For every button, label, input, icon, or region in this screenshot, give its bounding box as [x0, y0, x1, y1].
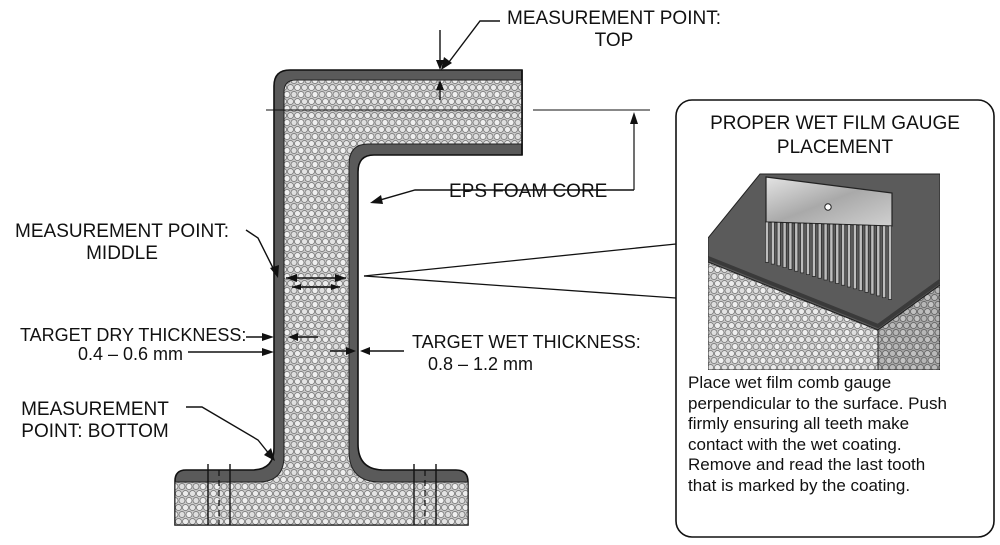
- label-middle-line1: MEASUREMENT POINT:: [15, 221, 229, 242]
- label-wet-thickness: TARGET WET THICKNESS:: [412, 332, 641, 352]
- gauge-tooth: [852, 224, 857, 290]
- gauge-tooth: [800, 222, 805, 274]
- callout-title-line2: PLACEMENT: [776, 137, 894, 158]
- label-bottom-line1: MEASUREMENT: [21, 399, 169, 420]
- callout-title: PROPER WET FILM GAUGE PLACEMENT: [678, 112, 992, 160]
- gauge-tooth: [888, 225, 892, 300]
- gauge-tooth: [788, 222, 793, 270]
- gauge-teeth: [765, 221, 892, 300]
- gauge-illustration: [708, 173, 940, 370]
- gauge-tooth: [835, 223, 840, 284]
- gauge-tooth: [811, 223, 816, 277]
- gauge-tooth: [841, 224, 846, 286]
- label-top-point: MEASUREMENT POINT: TOP: [496, 8, 732, 52]
- callout-title-line1: PROPER WET FILM GAUGE: [710, 113, 960, 134]
- value-dry-thickness: 0.4 – 0.6 mm: [78, 344, 184, 364]
- gauge-tooth: [770, 221, 775, 265]
- label-middle-line2: MIDDLE: [86, 243, 158, 264]
- label-bottom-line2: POINT: BOTTOM: [21, 421, 169, 442]
- label-top-line1: MEASUREMENT POINT:: [507, 8, 721, 29]
- gauge-tooth: [858, 224, 863, 291]
- gauge-tooth: [765, 221, 769, 263]
- gauge-tooth: [829, 223, 834, 283]
- gauge-tooth: [817, 223, 822, 279]
- gauge-tooth: [870, 225, 875, 295]
- callout-instructions: Place wet film comb gauge perpendicular …: [688, 373, 947, 495]
- gauge-tooth: [794, 222, 799, 272]
- gauge-tooth: [776, 222, 781, 267]
- gauge-tooth: [876, 225, 881, 297]
- label-top-line2: TOP: [594, 30, 634, 51]
- gauge-tooth: [823, 223, 828, 281]
- gauge-tooth: [882, 225, 887, 299]
- label-eps-foam-core: EPS FOAM CORE: [449, 181, 608, 202]
- profile-section: [174, 69, 523, 526]
- label-middle-point: MEASUREMENT POINT: MIDDLE: [4, 221, 240, 265]
- gauge-tooth: [782, 222, 787, 268]
- gauge-plate: [765, 176, 893, 227]
- gauge-tooth: [847, 224, 851, 288]
- gauge-tooth: [864, 224, 869, 293]
- label-dry-thickness: TARGET DRY THICKNESS:: [20, 325, 247, 345]
- leaders: [186, 20, 650, 461]
- foam-core: [174, 79, 523, 526]
- label-bottom-point: MEASUREMENT POINT: BOTTOM: [10, 399, 180, 443]
- value-wet-thickness: 0.8 – 1.2 mm: [428, 354, 534, 374]
- gauge-tooth: [806, 222, 810, 275]
- callout-connector: [363, 243, 677, 299]
